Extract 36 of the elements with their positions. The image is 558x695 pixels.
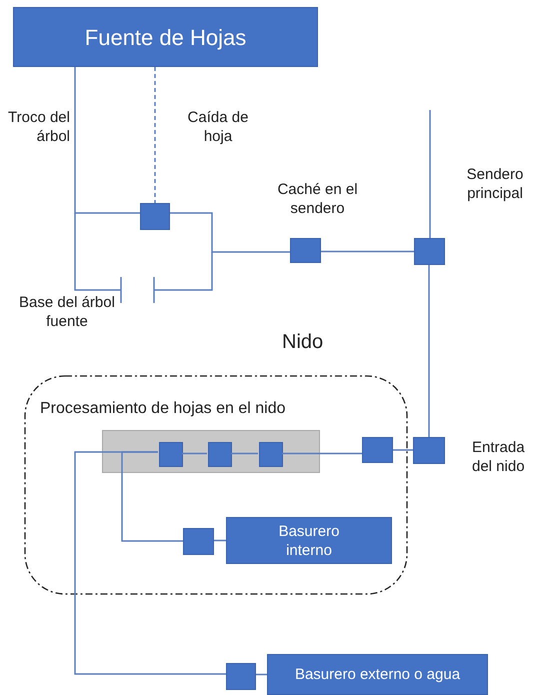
connector-line — [393, 449, 413, 451]
region-label: Procesamiento de hojas en el nido — [40, 399, 286, 418]
process-box: Fuente de Hojas — [13, 7, 318, 67]
process-box: Basurero interno — [226, 517, 392, 564]
connector-line — [282, 452, 362, 454]
connector-line — [256, 674, 267, 676]
connector-line — [428, 265, 430, 437]
processing-bar — [102, 430, 320, 473]
connector-line — [170, 212, 290, 253]
connector-line — [121, 451, 183, 542]
junction-square — [226, 663, 256, 690]
junction-square — [413, 437, 445, 464]
connector-line — [321, 250, 414, 252]
junction-square — [290, 238, 321, 263]
node-caption: Entrada del nido — [472, 438, 526, 476]
junction-square — [414, 238, 445, 265]
annotation-label: Base del árbol fuente — [18, 293, 116, 331]
annotation-label: Caída de hoja — [186, 108, 250, 146]
junction-square — [140, 203, 170, 230]
junction-square — [259, 442, 283, 467]
junction-square — [159, 442, 183, 467]
node-caption: Caché en el sendero — [276, 180, 359, 218]
connector-line — [231, 452, 258, 454]
connector-line — [74, 67, 140, 214]
junction-square — [208, 442, 232, 467]
group-heading: Nido — [282, 330, 324, 354]
connector-line — [429, 110, 431, 238]
connector-line — [154, 67, 156, 203]
annotation-label: Troco del árbol — [7, 108, 70, 146]
connector-line — [74, 451, 226, 675]
connector-line — [182, 452, 207, 454]
junction-square — [183, 528, 214, 555]
connector-line — [214, 540, 226, 542]
process-box: Basurero externo o agua — [267, 654, 488, 695]
junction-square — [362, 437, 393, 463]
annotation-label: Sendero principal — [466, 165, 524, 203]
